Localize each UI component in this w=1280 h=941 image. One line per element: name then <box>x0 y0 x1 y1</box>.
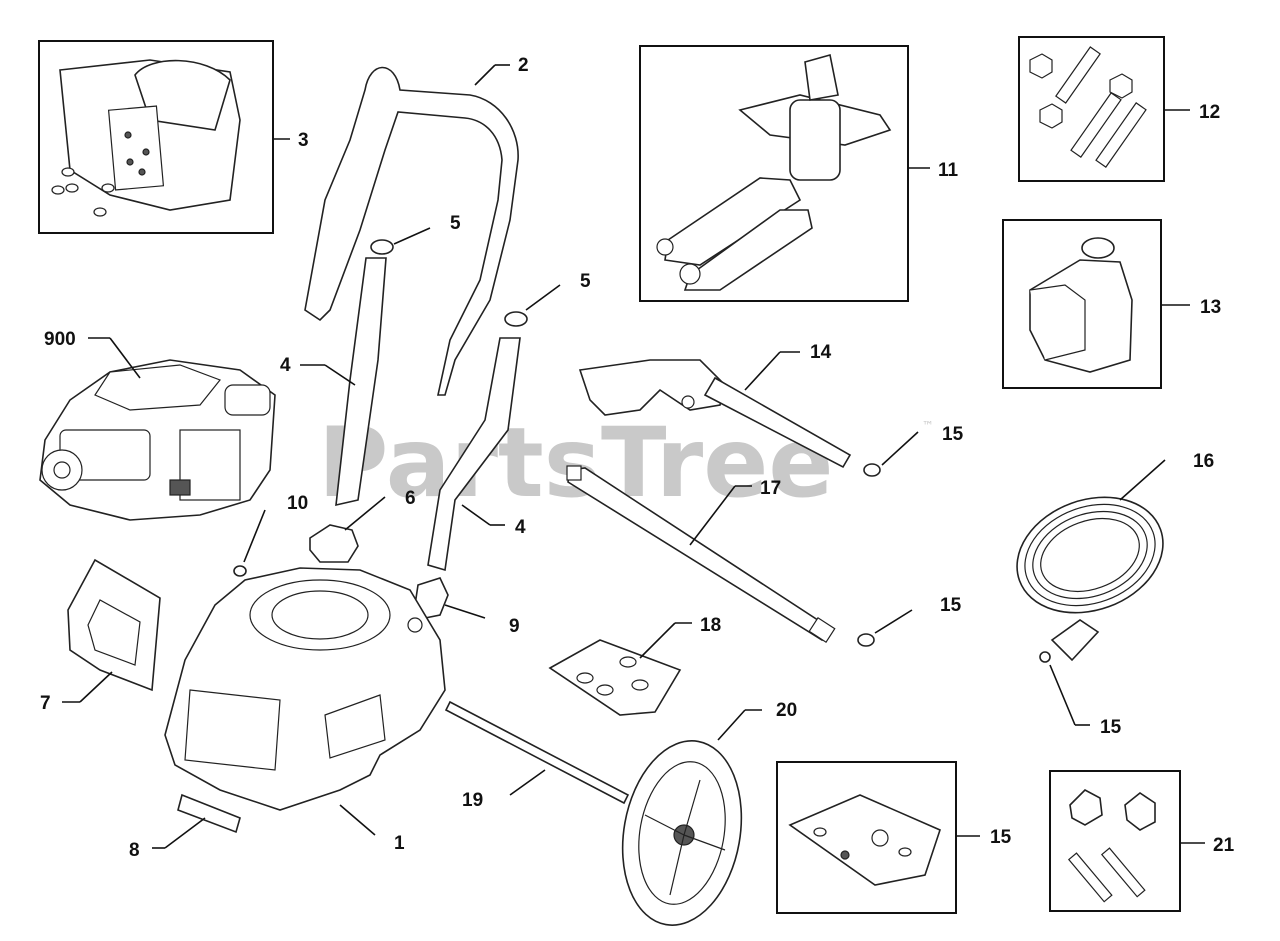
part-17-wand[interactable] <box>566 465 836 643</box>
callout-15-c: 15 <box>1100 717 1122 738</box>
part-19-axle[interactable] <box>444 700 630 805</box>
callout-21: 21 <box>1213 835 1235 856</box>
part-1-base[interactable] <box>164 567 446 811</box>
part-15-oring-c[interactable] <box>1039 651 1051 663</box>
part-12-hardware[interactable] <box>1018 36 1165 182</box>
callout-2: 2 <box>518 55 529 76</box>
watermark-text: PartsTree <box>318 407 833 519</box>
callout-17: 17 <box>760 478 781 499</box>
callout-9: 9 <box>509 616 520 637</box>
watermark-trademark: ™ <box>922 419 934 433</box>
part-3-control-panel[interactable] <box>38 40 274 234</box>
part-14-spray-gun[interactable] <box>578 359 852 469</box>
callout-19: 19 <box>462 790 483 811</box>
part-7-panel[interactable] <box>67 558 161 692</box>
callout-13: 13 <box>1200 297 1221 318</box>
part-900-engine[interactable] <box>39 359 276 521</box>
part-6-bracket[interactable] <box>309 524 359 563</box>
part-5-cap-right[interactable] <box>504 311 528 327</box>
callout-900: 900 <box>44 329 76 350</box>
callout-10: 10 <box>287 493 308 514</box>
callout-3: 3 <box>298 130 309 151</box>
part-5-cap-left[interactable] <box>370 239 394 255</box>
callout-15-b: 15 <box>940 595 962 616</box>
part-8-foot[interactable] <box>177 793 241 834</box>
part-21-knobs[interactable] <box>1049 770 1181 912</box>
part-16-hose[interactable] <box>1001 478 1180 662</box>
part-13-tank[interactable] <box>1002 219 1162 389</box>
part-15-oring-a[interactable] <box>863 463 881 477</box>
part-18-nozzles[interactable] <box>548 639 682 716</box>
callout-11: 11 <box>938 160 959 181</box>
part-15-nozzle-kit[interactable] <box>776 761 957 914</box>
part-2-handle[interactable] <box>304 66 519 396</box>
part-15-oring-b[interactable] <box>857 633 875 647</box>
callout-5-right: 5 <box>580 271 591 292</box>
callout-18: 18 <box>700 615 721 636</box>
callout-15-a: 15 <box>942 424 964 445</box>
part-11-pump[interactable] <box>639 45 909 302</box>
callout-16: 16 <box>1193 451 1214 472</box>
callout-6: 6 <box>405 488 416 509</box>
callout-5-top: 5 <box>450 213 461 234</box>
callout-20: 20 <box>776 700 797 721</box>
callout-4-right: 4 <box>515 517 526 538</box>
callout-8: 8 <box>129 840 140 861</box>
part-20-wheel[interactable] <box>609 731 756 934</box>
callout-12: 12 <box>1199 102 1220 123</box>
callout-7: 7 <box>40 693 51 714</box>
part-4-tube-left[interactable] <box>335 257 387 507</box>
part-10-fitting[interactable] <box>233 565 247 577</box>
callout-4-left: 4 <box>280 355 291 376</box>
callout-14: 14 <box>810 342 832 363</box>
part-4-tube-right[interactable] <box>427 337 521 572</box>
callout-1: 1 <box>394 833 405 854</box>
callout-15-d: 15 <box>990 827 1012 848</box>
